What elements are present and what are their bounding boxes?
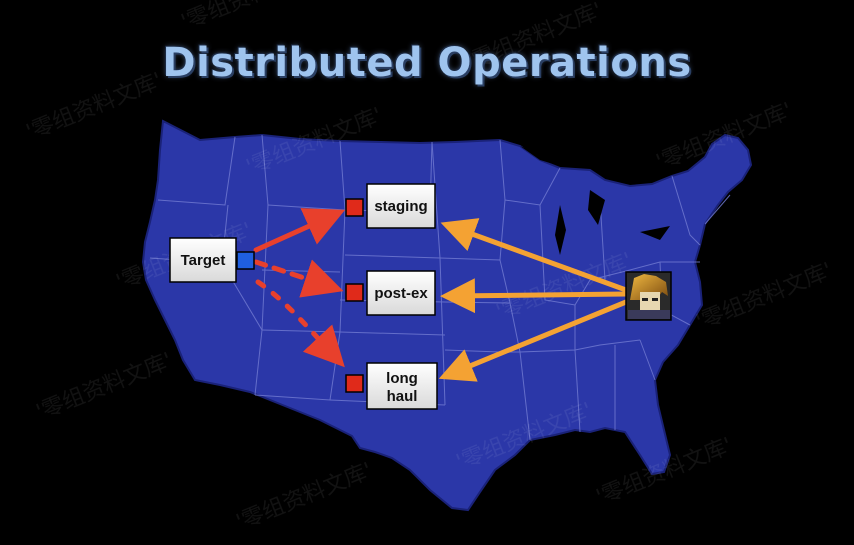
staging-connector: [345, 198, 364, 217]
operator-arrows: [438, 218, 629, 382]
target-label: Target: [181, 252, 226, 269]
staging-label: staging: [374, 198, 427, 215]
staging-node: staging: [345, 183, 436, 229]
watermark: '零组资料文库': [178, 0, 321, 36]
arrow-target-to-long-haul: [255, 279, 345, 368]
arrow-target-to-post-ex: [253, 259, 344, 298]
great-lakes: [520, 146, 670, 255]
slide-title: Distributed Operations: [162, 40, 692, 86]
target-node: Target: [169, 237, 255, 283]
watermark: '零组资料文库': [233, 458, 376, 535]
operator-avatar-icon: [625, 271, 672, 321]
post-ex-label: post-ex: [374, 285, 428, 302]
arrow-operator-to-post-ex: [440, 278, 629, 314]
arrow-operator-to-staging: [440, 218, 629, 293]
post-ex-node: post-ex: [345, 270, 436, 316]
attack-arrows: [253, 208, 346, 368]
arrow-operator-to-long-haul: [438, 299, 629, 382]
arrow-target-to-staging: [253, 208, 346, 253]
target-connector: [236, 251, 255, 270]
long-haul-label-line2: haul: [387, 388, 418, 405]
watermark: '零组资料文库': [693, 258, 836, 335]
watermark: '零组资料文库': [33, 348, 176, 425]
long-haul-connector: [345, 374, 364, 393]
post-ex-connector: [345, 283, 364, 302]
long-haul-node: long haul: [345, 362, 438, 410]
long-haul-label-line1: long: [386, 370, 418, 387]
